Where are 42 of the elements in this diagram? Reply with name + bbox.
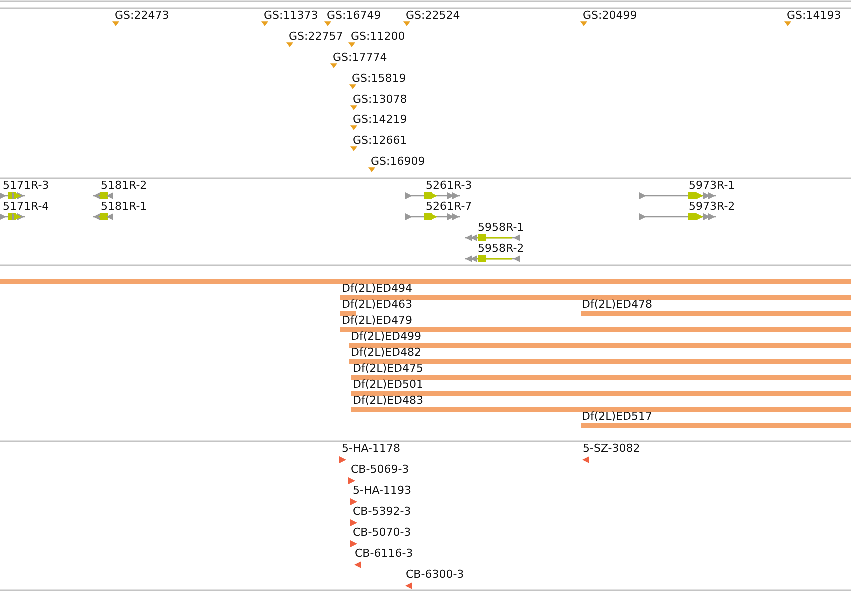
feature-label: 5-HA-1193 xyxy=(353,484,412,497)
feature-label: CB-5070-3 xyxy=(353,526,412,539)
feature-label: GS:16909 xyxy=(371,155,426,168)
feature-label: 5958R-2 xyxy=(478,242,524,255)
feature-label: 5171R-3 xyxy=(3,179,50,192)
feature-label: 5181R-2 xyxy=(101,179,148,192)
feature-label: Df(2L)ED517 xyxy=(582,410,652,423)
feature-label: Df(2L)ED499 xyxy=(351,330,422,343)
feature-label: Df(2L)ED475 xyxy=(353,362,424,375)
feature-label: GS:14193 xyxy=(787,9,842,22)
feature-label: GS:22473 xyxy=(115,9,170,22)
feature-label: GS:14219 xyxy=(353,113,408,126)
feature-label: GS:16749 xyxy=(327,9,382,22)
feature-label: 5261R-3 xyxy=(426,179,472,192)
feature-label: 5958R-1 xyxy=(478,221,524,234)
feature-label: GS:11200 xyxy=(351,30,406,43)
feature-label: GS:22524 xyxy=(406,9,460,22)
feature-label: GS:13078 xyxy=(353,93,408,106)
feature-label: GS:22757 xyxy=(289,30,344,43)
feature-label: 5973R-2 xyxy=(689,200,736,213)
feature-label: CB-6116-3 xyxy=(355,547,414,560)
feature-label: 5-SZ-3082 xyxy=(583,442,640,455)
feature-label: GS:20499 xyxy=(583,9,638,22)
feature-label: Df(2L)ED501 xyxy=(353,378,424,391)
feature-label: Df(2L)ED494 xyxy=(342,282,412,295)
feature-label: Df(2L)ED483 xyxy=(353,394,424,407)
feature-label: CB-6300-3 xyxy=(406,568,464,581)
feature-label: GS:17774 xyxy=(333,51,388,64)
feature-label: GS:15819 xyxy=(352,72,406,85)
feature-label: GS:11373 xyxy=(264,9,318,22)
feature-label: Df(2L)ED463 xyxy=(342,298,412,311)
feature-label: 5261R-7 xyxy=(426,200,472,213)
feature-label: Df(2L)ED479 xyxy=(342,314,412,327)
feature-label: GS:12661 xyxy=(353,134,408,147)
feature-label: CB-5069-3 xyxy=(351,463,410,476)
feature-label: 5-HA-1178 xyxy=(342,442,400,455)
feature-label: 5973R-1 xyxy=(689,179,736,192)
feature-label: Df(2L)ED478 xyxy=(582,298,652,311)
feature-label: 5181R-1 xyxy=(101,200,148,213)
feature-label: 5171R-4 xyxy=(3,200,50,213)
feature-label: CB-5392-3 xyxy=(353,505,412,518)
feature-label: Df(2L)ED482 xyxy=(351,346,422,359)
